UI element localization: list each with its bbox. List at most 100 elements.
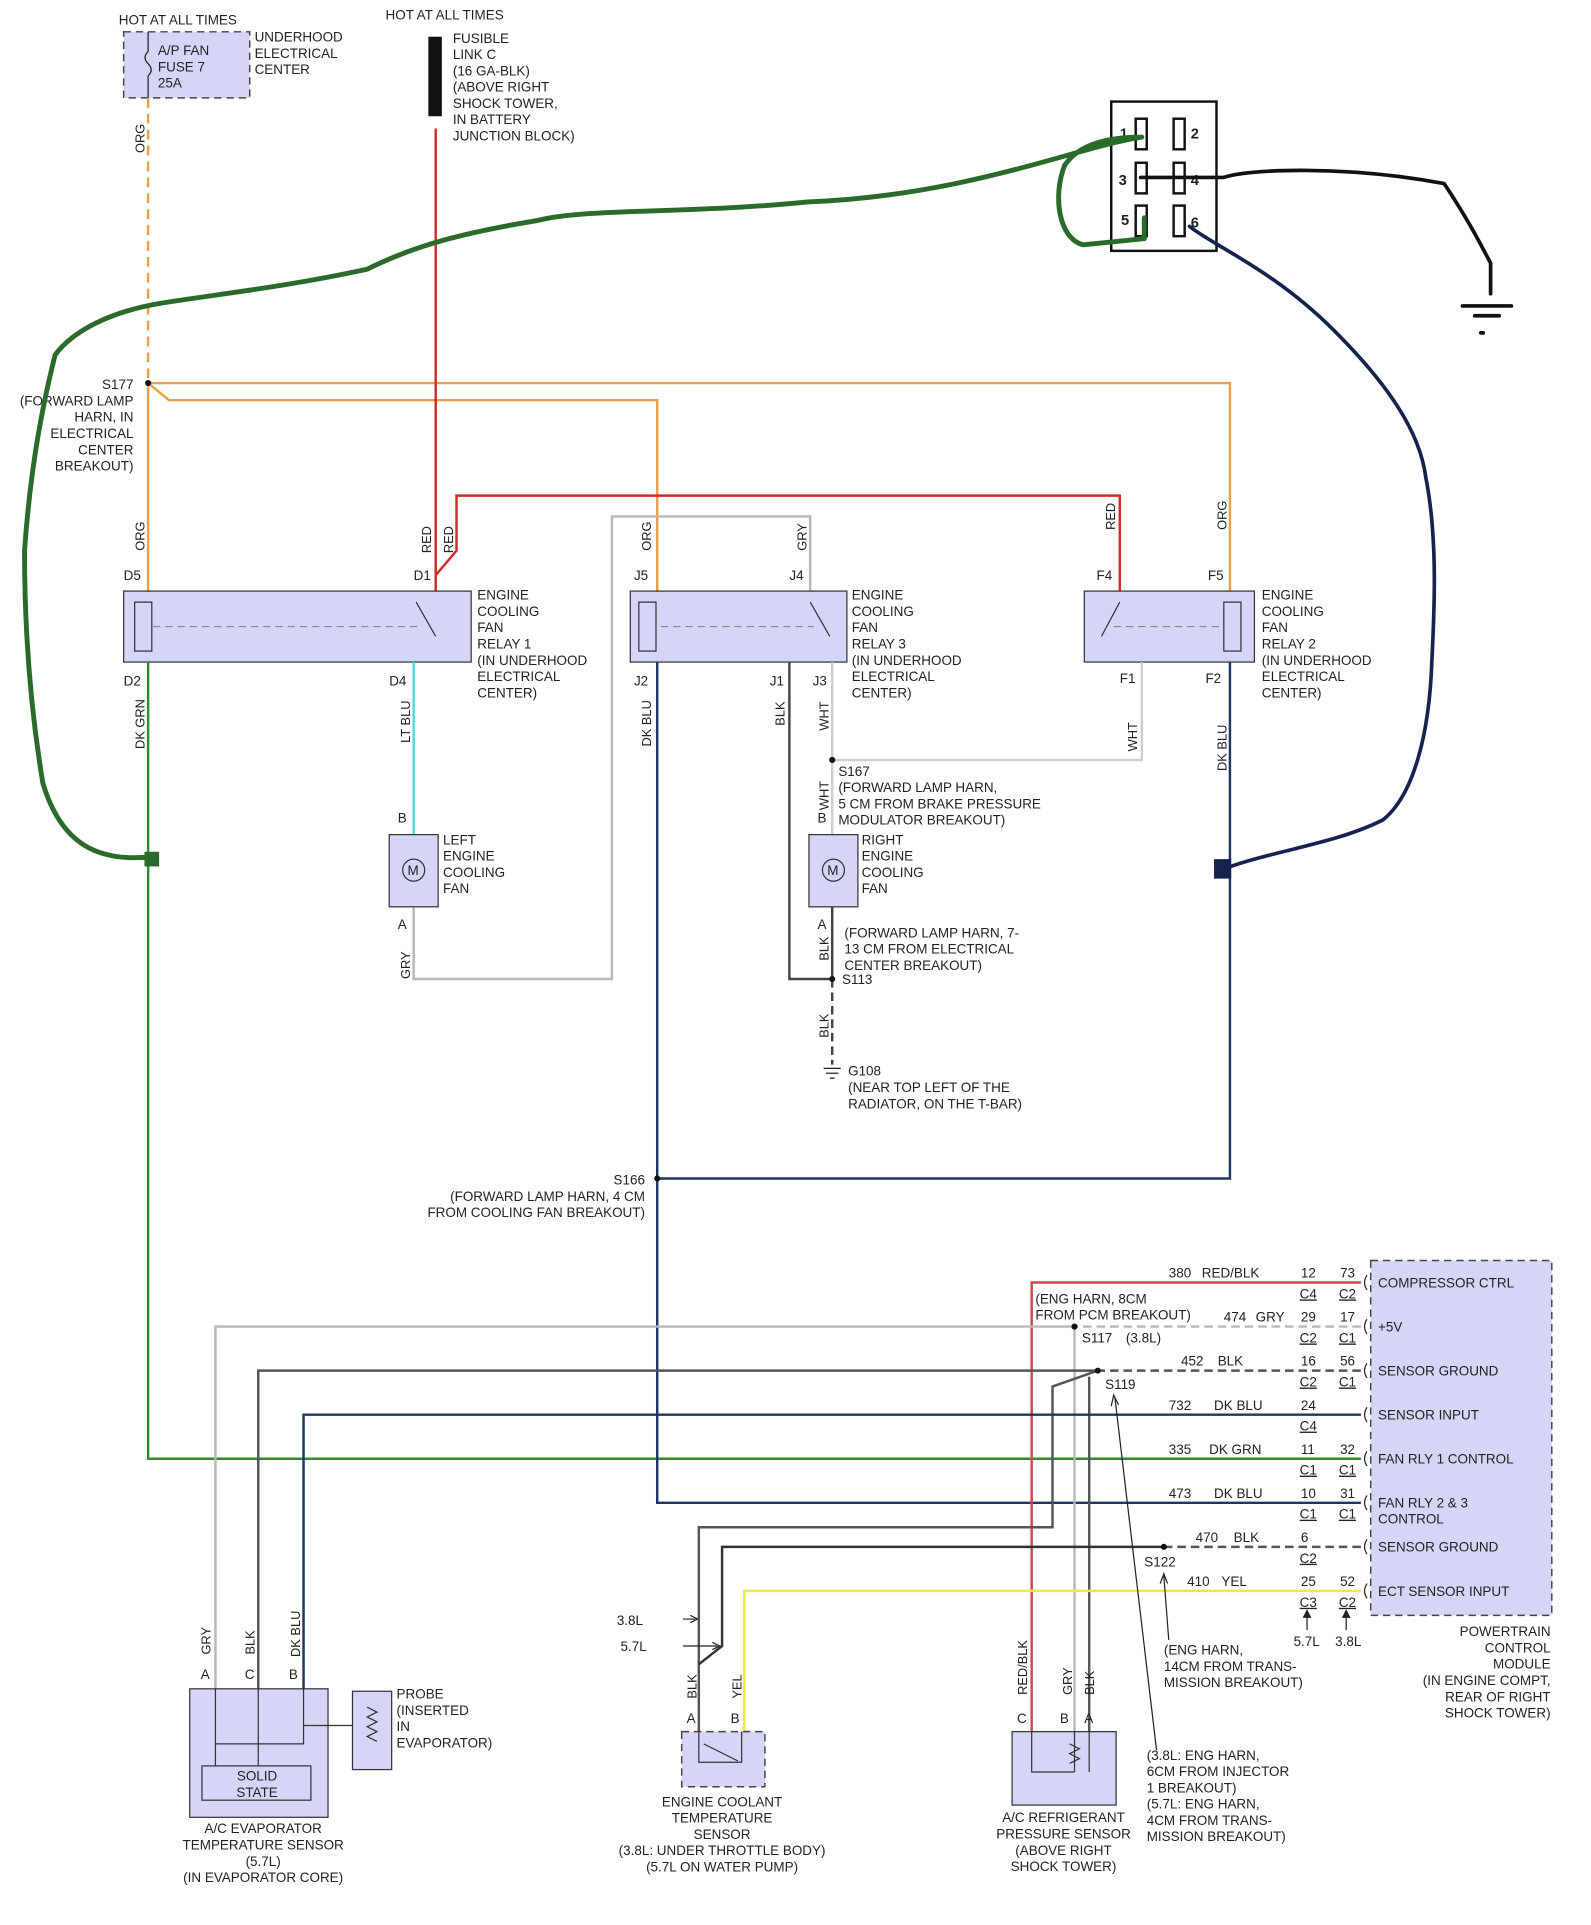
splice-s113-note: (FORWARD LAMP HARN, 7-13 CM FROM ELECTRI… [844,925,1019,973]
wire-label: ORG [132,521,147,550]
connector-id: C2 [1300,1551,1317,1566]
connector-pin-6: 6 [1191,216,1199,232]
label-line: FUSE 7 [158,59,205,74]
label-line: G108 [848,1064,881,1079]
splice-s167: S167(FORWARD LAMP HARN,5 CM FROM BRAKE P… [838,764,1041,828]
wire-gry [412,515,812,981]
splice-dot [1071,1323,1078,1330]
splice-dot [654,1175,661,1182]
wire-label: RED [419,526,434,553]
label-line: MISSION BREAKOUT) [1147,1829,1286,1844]
splice-dot [829,756,836,764]
pin-number: 6 [1301,1530,1308,1545]
evap-sensor [189,1688,393,1818]
pcm-terminal-label: SENSOR INPUT [1378,1408,1479,1423]
pin-number: 52 [1340,1574,1355,1589]
label-line: (5.7L ON WATER PUMP) [646,1859,798,1874]
label-line: TEMPERATURE [672,1811,773,1826]
pin-j3: J3 [813,673,827,688]
pin-number: 16 [1301,1354,1316,1369]
wire-dkblu-relay2 [657,662,1232,1180]
coil-icon [1223,601,1242,652]
relay-2 [1083,590,1256,663]
label-line: SOLID [237,1769,278,1784]
wire-label: GRY [199,1627,214,1655]
connector-icon [1363,1362,1368,1379]
wire-wht [830,662,1144,762]
splice-dot [145,379,152,387]
wire-label: BLK [1082,1670,1097,1695]
wire-dkblu-732 [302,1413,1361,1689]
label-line: MISSION BREAKOUT) [1164,1675,1303,1690]
circuit-number: 732 [1169,1398,1191,1413]
label-line: (FORWARD LAMP HARN, [838,780,997,795]
label-line: ENGINE [1262,588,1314,603]
label-line: COOLING [862,865,924,880]
wire-yel-410 [742,1589,1361,1732]
relay-1 [123,590,472,663]
label-line: S167 [838,764,869,779]
connector-icon [1363,1318,1368,1335]
arrow-icon [1110,1393,1158,1751]
connector-id: C4 [1300,1286,1318,1301]
label-line: UNDERHOOD [255,30,343,45]
pin-a: A [687,1711,696,1726]
label-line: ELECTRICAL [852,669,936,684]
connector-icon [1363,1495,1368,1511]
connector-id: C1 [1339,1463,1356,1478]
pin-number: 73 [1340,1266,1355,1281]
pin-number: 11 [1301,1442,1315,1457]
label-line: 4CM FROM TRANS- [1147,1813,1272,1828]
variant-57: 5.7L [620,1639,647,1654]
connector-id: C2 [1339,1286,1356,1301]
label-line: BREAKOUT) [55,459,134,474]
label-line: MODULE [1493,1657,1551,1672]
label-line: ENGINE COOLANT [662,1794,782,1809]
pin-b: B [1060,1711,1069,1726]
pin-number: 25 [1301,1574,1316,1589]
pin-d4: D4 [389,673,407,688]
label-line: 1 BREAKOUT) [1147,1780,1237,1795]
wire-label: YEL [730,1674,745,1698]
wire-gry [214,1325,1077,1732]
wire-label: BLK [817,1013,832,1038]
variant-38: 3.8L [1335,1634,1362,1649]
pin-a: A [201,1667,210,1682]
label-line: MODULATOR BREAKOUT) [838,813,1005,828]
resistor-icon [365,1706,379,1742]
coil-icon [134,601,153,652]
label-line: ENGINE [477,588,529,603]
circuit-number: 474 [1224,1310,1247,1325]
switch-icon [809,601,831,637]
connector-pin-1: 1 [1120,126,1128,142]
connector-id: C1 [1339,1507,1356,1522]
wire-color: YEL [1221,1574,1247,1589]
pcm-terminal-label: SENSOR GROUND [1378,1540,1499,1555]
pin-b: B [818,810,827,825]
wire-label: GRY [398,951,413,979]
pin-d5: D5 [124,568,141,583]
pin-f1: F1 [1120,671,1136,686]
wire-color: DK GRN [1209,1442,1261,1457]
motor-icon [402,858,426,882]
svg-text:M: M [827,863,838,878]
wire-color: DK BLU [1214,1486,1263,1501]
wire-label: DK BLU [288,1611,303,1657]
splice-s117-variant: (3.8L) [1126,1330,1161,1345]
wire-label: RED/BLK [1015,1640,1030,1695]
label-line: COOLING [852,604,914,619]
label-line: CONTROL [1485,1640,1551,1655]
switch-icon [415,601,437,637]
wire-color: RED/BLK [1202,1266,1260,1281]
label-line: A/C REFRIGERANT [1002,1810,1125,1825]
circuit-number: 452 [1181,1354,1203,1369]
label-line: SHOCK TOWER, [453,96,558,111]
pcm-terminal-label: SENSOR GROUND [1378,1364,1499,1379]
